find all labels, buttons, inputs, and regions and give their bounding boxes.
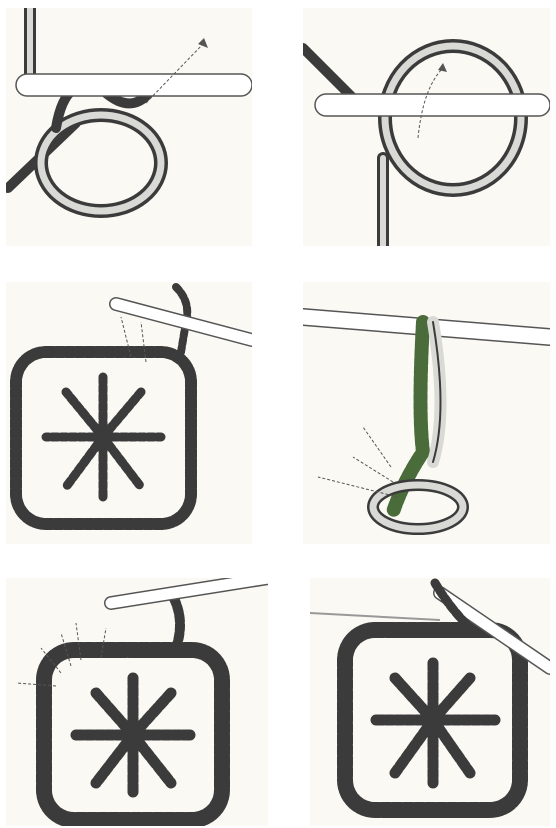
chain-join-drawing [303,282,550,544]
magic-ring-drawing [6,8,252,246]
step-3-first-round-square-illustration [6,282,252,544]
crochet-hook-icon [315,94,550,116]
step-4-chain-join-illustration [303,282,550,544]
first-round-drawing [6,282,252,544]
step-5-second-round-illustration [6,578,268,826]
second-round-drawing [6,578,268,826]
crochet-hook-icon [16,74,252,96]
step-2-pull-loop-illustration [303,8,550,246]
step-6-finished-square-illustration [310,578,550,826]
pull-loop-drawing [303,8,550,246]
crochet-hook-icon [111,578,268,603]
finished-square-drawing [310,578,550,826]
step-1-magic-ring-illustration [6,8,252,246]
